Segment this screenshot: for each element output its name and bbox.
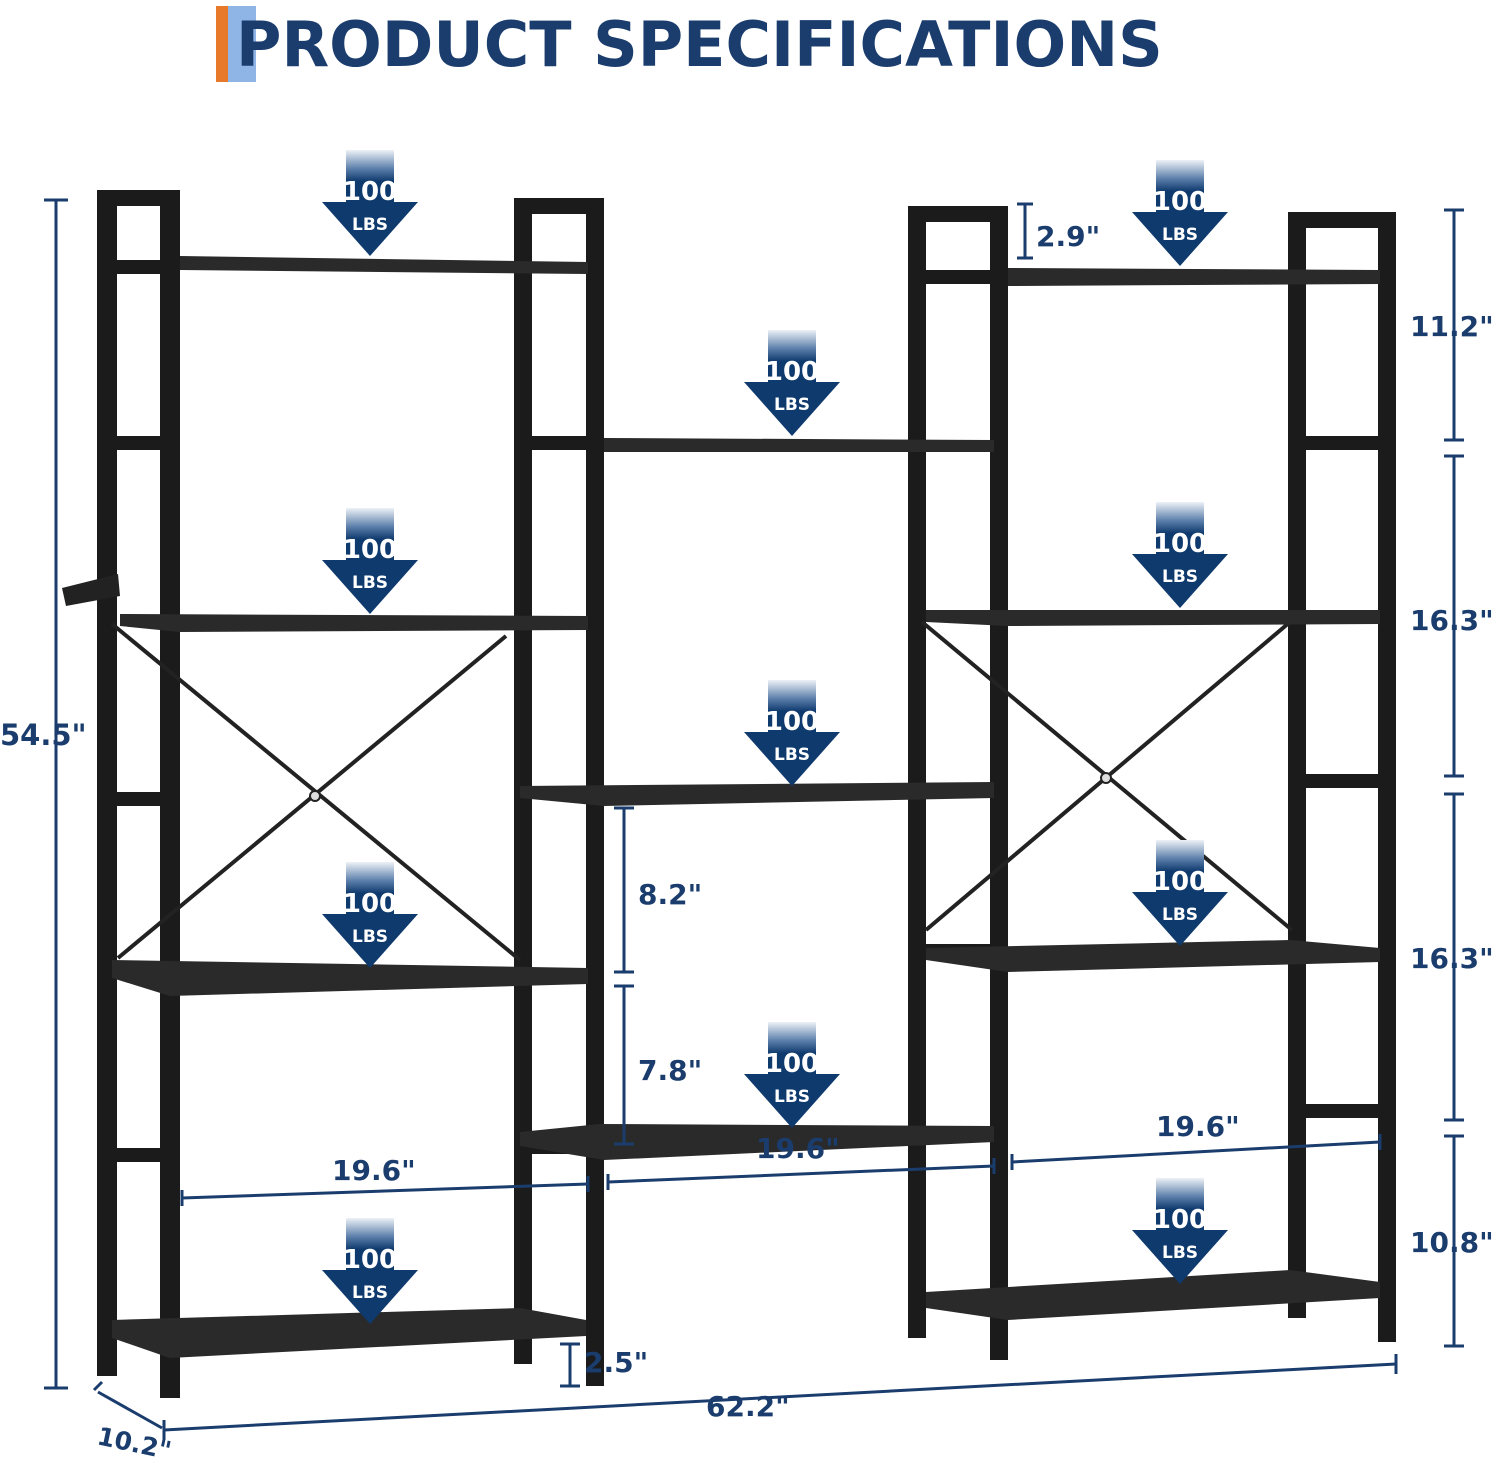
- load-unit: LBS: [1162, 225, 1198, 245]
- dimension-lines: [44, 198, 1464, 1440]
- load-unit: LBS: [774, 1087, 810, 1107]
- wall-strap: [62, 574, 120, 606]
- shelves: [112, 256, 1380, 1358]
- right-front-post-inner: [908, 214, 926, 1338]
- load-unit: LBS: [352, 573, 388, 593]
- load-unit: LBS: [1162, 1243, 1198, 1263]
- right-rear-post-inner: [990, 206, 1008, 1360]
- foot: [912, 1326, 924, 1338]
- page-title: PRODUCT SPECIFICATIONS: [236, 8, 1163, 81]
- load-badge: 100 LBS: [322, 1218, 418, 1324]
- load-badge: 100 LBS: [744, 330, 840, 436]
- right-side-rung: [1296, 1104, 1386, 1118]
- load-value: 100: [765, 1049, 819, 1079]
- load-badge: 100 LBS: [744, 1022, 840, 1128]
- right-top-bar-outer: [1288, 212, 1396, 228]
- dimension-labels: 54.5" 2.9" 11.2" 16.3" 16.3" 10.8" 8.2" …: [0, 220, 1494, 1465]
- left-side-rung: [110, 1148, 170, 1162]
- brace-joint: [309, 790, 321, 802]
- header-accent-orange: [216, 6, 228, 82]
- left-front-post-inner: [514, 204, 532, 1364]
- load-unit: LBS: [352, 927, 388, 947]
- shelf-left-1: [180, 256, 588, 274]
- load-badge: 100 LBS: [322, 150, 418, 256]
- total-height-label: 54.5": [0, 718, 87, 752]
- load-value: 100: [1153, 867, 1207, 897]
- shelf-left-4: [112, 1308, 586, 1358]
- load-value: 100: [765, 357, 819, 387]
- load-value: 100: [343, 889, 397, 919]
- load-unit: LBS: [774, 745, 810, 765]
- load-value: 100: [1153, 1205, 1207, 1235]
- foot: [518, 1348, 530, 1360]
- shelf-right-3: [926, 940, 1380, 972]
- load-badge: 100 LBS: [1132, 840, 1228, 946]
- depth-label: 10.2": [95, 1422, 174, 1466]
- load-value: 100: [343, 177, 397, 207]
- load-unit: LBS: [1162, 567, 1198, 587]
- load-badge: 100 LBS: [1132, 502, 1228, 608]
- right-rear-post-outer: [1378, 212, 1396, 1342]
- shelf-right-2: [926, 610, 1380, 626]
- depth-line: [97, 1390, 163, 1430]
- right-side-rung: [1296, 774, 1386, 788]
- brace-joint: [1100, 772, 1112, 784]
- shelf-middle-3: [520, 1124, 994, 1160]
- left-front-post-outer: [97, 198, 117, 1376]
- left-top-bar-outer: [97, 190, 180, 206]
- load-value: 100: [765, 707, 819, 737]
- right-side-rung: [1296, 436, 1386, 450]
- load-badges: 100 LBS 100 LBS 100 LBS 100 LBS 100 LBS …: [322, 150, 1228, 1324]
- load-value: 100: [343, 535, 397, 565]
- load-value: 100: [1153, 187, 1207, 217]
- right-width-line: [1011, 1140, 1381, 1164]
- header: PRODUCT SPECIFICATIONS: [216, 6, 1163, 82]
- left-top-bar-inner: [514, 198, 604, 214]
- bottom-clearance-label: 2.5": [584, 1346, 648, 1379]
- load-unit: LBS: [774, 395, 810, 415]
- total-width-label: 62.2": [706, 1390, 790, 1423]
- left-shelf-width-label: 19.6": [332, 1154, 416, 1187]
- middle-width-line: [607, 1164, 995, 1184]
- left-inner-rung: [520, 436, 600, 450]
- left-side-rung: [110, 436, 170, 450]
- load-unit: LBS: [352, 1283, 388, 1303]
- right-inner-rung: [914, 270, 998, 284]
- top-clearance-label: 2.9": [1036, 220, 1100, 253]
- left-side-rung: [110, 260, 170, 274]
- left-side-rung: [110, 792, 170, 806]
- load-unit: LBS: [352, 215, 388, 235]
- header-accent-blue: [228, 6, 256, 82]
- right-top-bar-inner: [908, 206, 1008, 222]
- shelf-middle-2: [520, 782, 994, 806]
- right-tier-2-label: 16.3": [1410, 604, 1494, 637]
- right-front-post-outer: [1288, 218, 1306, 1318]
- total-width-line: [163, 1362, 1397, 1432]
- load-unit: LBS: [1162, 905, 1198, 925]
- right-tier-1-label: 11.2": [1410, 310, 1494, 343]
- middle-shelf-width-label: 19.6": [756, 1132, 840, 1165]
- shelf-left-3: [112, 960, 588, 996]
- right-shelf-width-label: 19.6": [1156, 1110, 1240, 1143]
- load-value: 100: [1153, 529, 1207, 559]
- middle-gap-upper-label: 8.2": [638, 878, 702, 911]
- shelf-right-4: [926, 1270, 1380, 1320]
- shelf-right-1: [1008, 268, 1380, 286]
- middle-gap-lower-label: 7.8": [638, 1054, 702, 1087]
- left-width-line: [181, 1182, 589, 1200]
- load-value: 100: [343, 1245, 397, 1275]
- load-badge: 100 LBS: [322, 862, 418, 968]
- right-tier-3-label: 16.3": [1410, 942, 1494, 975]
- load-badge: 100 LBS: [744, 680, 840, 786]
- load-badge: 100 LBS: [1132, 1178, 1228, 1284]
- foot: [1292, 1306, 1304, 1318]
- load-badge: 100 LBS: [322, 508, 418, 614]
- shelf-middle-1: [604, 438, 994, 452]
- load-badge: 100 LBS: [1132, 160, 1228, 266]
- right-tier-4-label: 10.8": [1410, 1226, 1494, 1259]
- shelf-left-2: [120, 614, 588, 632]
